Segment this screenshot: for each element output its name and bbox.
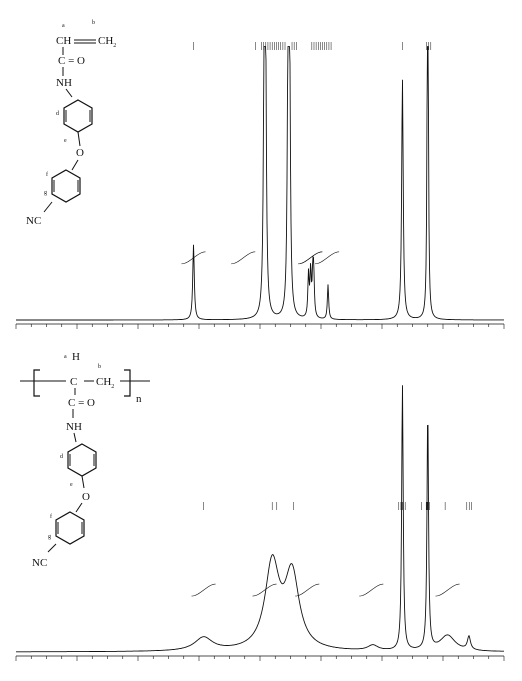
monomer-vinyl-ch2: CH2	[98, 35, 116, 49]
integration-curve	[181, 251, 206, 265]
polymer-repeat-n: n	[136, 393, 142, 405]
spectrum-panel-1	[15, 42, 505, 329]
polymer-amide: NH	[66, 421, 82, 433]
polymer-label-g: g	[48, 534, 51, 540]
polymer-ether-o: O	[82, 491, 90, 503]
polymer-nitrile: NC	[32, 557, 47, 569]
integration-curve	[298, 251, 323, 265]
monomer-ring-2	[51, 169, 81, 203]
integration-curve	[252, 583, 277, 597]
polymer-left-bracket	[33, 369, 40, 397]
polymer-backbone-c: C	[70, 376, 77, 388]
monomer-label-d: d	[56, 111, 59, 117]
polymer-ch2: CH2	[96, 376, 114, 390]
monomer-ether-o: O	[76, 147, 84, 159]
integration-curve	[435, 583, 460, 597]
monomer-label-e: e	[64, 138, 67, 144]
monomer-vinyl-ch: CH	[56, 35, 71, 47]
integration-curve	[231, 251, 256, 265]
monomer-carbonyl: C = O	[58, 55, 85, 67]
polymer-label-e: e	[70, 482, 73, 488]
integration-curve	[191, 583, 216, 597]
polymer-label-f: f	[50, 513, 52, 520]
polymer-label-d: d	[60, 454, 63, 460]
monomer-nitrile: NC	[26, 215, 41, 227]
integration-curve	[315, 251, 340, 265]
monomer-amide: NH	[56, 77, 72, 89]
polymer-h: H	[72, 351, 80, 363]
monomer-label-b: b	[92, 20, 95, 26]
spectrum-trace	[16, 385, 504, 653]
polymer-label-b: b	[98, 364, 101, 370]
polymer-right-bracket	[124, 369, 131, 397]
polymer-label-a: a	[64, 354, 67, 360]
monomer-label-a: a	[62, 23, 65, 29]
monomer-structure: a b CH CH2 C = O NH d e O f g NC	[26, 20, 116, 227]
spectrum-panel-2	[15, 385, 505, 661]
polymer-ring-2	[55, 511, 85, 545]
polymer-ring-1	[67, 443, 97, 477]
integration-curve	[295, 583, 320, 597]
integration-curve	[359, 583, 384, 597]
polymer-structure: a H b C CH2 n C = O NH d e O f g NC	[20, 351, 150, 569]
monomer-ring-1	[63, 99, 93, 133]
spectrum-trace	[16, 46, 504, 321]
monomer-label-f: f	[46, 171, 48, 178]
monomer-label-g: g	[44, 190, 47, 196]
polymer-carbonyl: C = O	[68, 397, 95, 409]
